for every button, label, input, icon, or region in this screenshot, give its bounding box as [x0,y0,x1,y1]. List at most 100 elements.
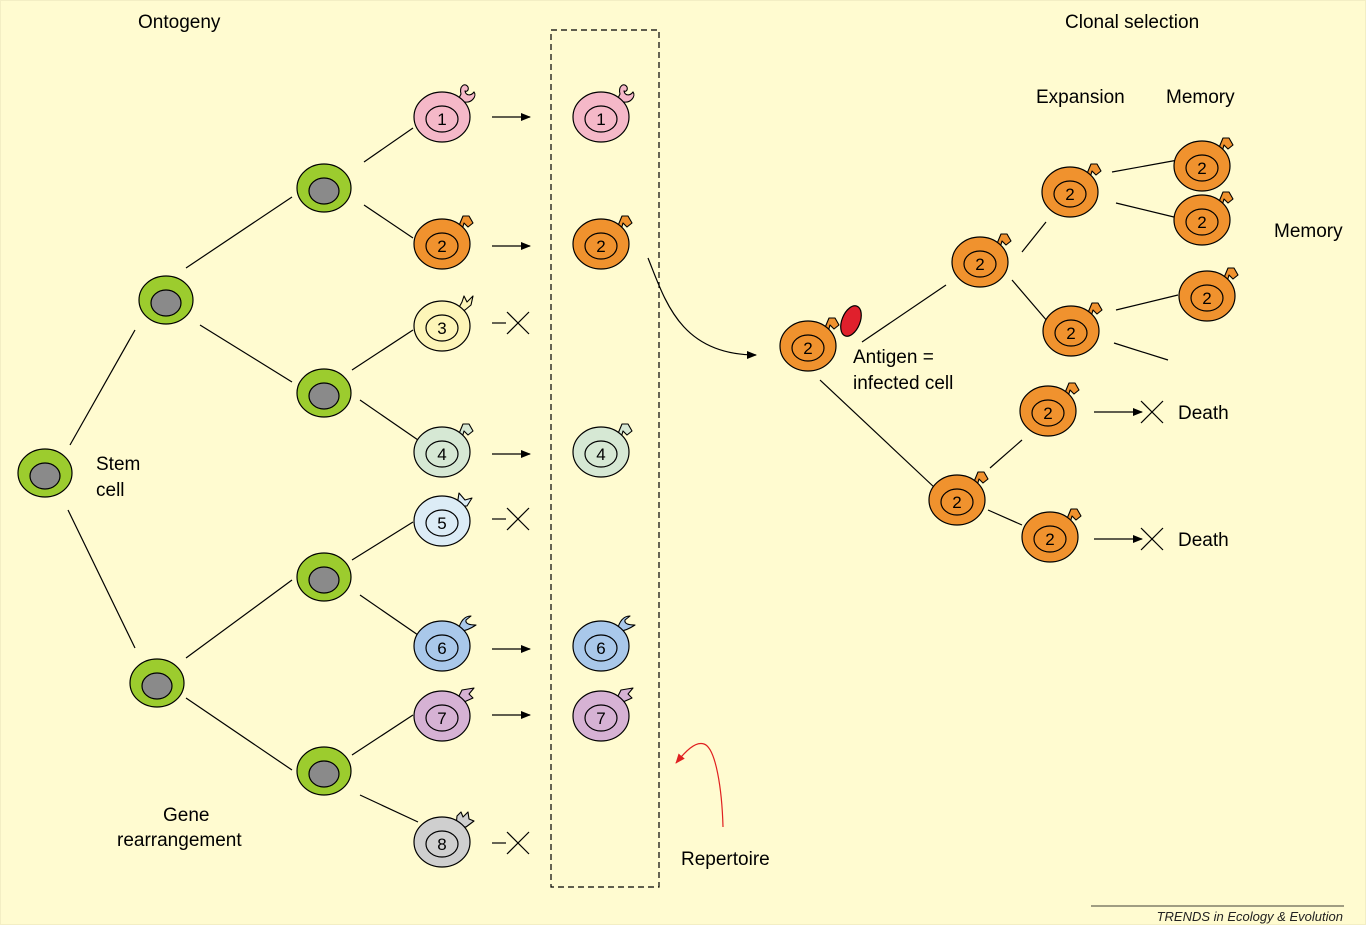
lymphocyte-2: 2 [413,215,474,270]
cell-number: 2 [803,339,812,358]
deletion-cross-icon [1140,527,1164,551]
cell-number: 7 [596,709,605,728]
antigen-bound-clone: 2 [779,317,840,372]
cell-number: 4 [596,445,605,464]
expansion-cell: 2 [928,471,989,526]
journal-credit: TRENDS in Ecology & Evolution [1157,909,1343,924]
lymphocyte-8: 8 [413,811,475,868]
progenitor-cell [129,658,185,708]
cell-number: 2 [1197,159,1206,178]
cell-number: 6 [437,639,446,658]
memory-cell: 2 [1173,191,1234,246]
repertoire-arrow [675,742,724,828]
cell-number: 2 [437,237,446,256]
lineage-line [359,594,419,636]
lineage-line [199,324,293,383]
repertoire-lymphocyte-2: 2 [572,215,633,270]
lineage-line [1115,202,1179,219]
expansion-heading: Expansion [1036,87,1125,108]
memory-heading: Memory [1166,87,1235,108]
lymphocyte-4: 4 [413,423,474,478]
receptor-icon [456,84,476,103]
stem-cell-label-line1: Stem [96,454,140,475]
gene-rearrangement-label-line1: Gene [163,805,209,826]
deletion-cross-icon [506,311,530,335]
lineage-line [67,509,136,649]
cell-number: 2 [952,493,961,512]
progenitor-cell [296,746,352,796]
cell-number: 8 [437,835,446,854]
cell-number: 5 [437,514,446,533]
lineage-line [69,329,136,446]
antigen-label-line2: infected cell [853,373,953,394]
cell-number: 2 [1043,404,1052,423]
selection-arrow [647,257,757,359]
dying-cell: 2 [1021,508,1082,563]
lineage-line [363,127,414,163]
repertoire-label: Repertoire [681,849,770,870]
dying-cell: 2 [1019,382,1080,437]
clonal-selection-heading: Clonal selection [1065,12,1199,33]
lineage-lines [67,113,1179,855]
memory-side-label: Memory [1274,221,1343,242]
deletion-cross-icon [1140,400,1164,424]
progenitor-cell [296,552,352,602]
progenitor-cell [296,163,352,213]
repertoire-lymphocyte-4: 4 [572,423,633,478]
lymphocyte-3: 3 [413,295,474,352]
death-label-1: Death [1178,403,1229,424]
cell-number: 2 [1197,213,1206,232]
lineage-line [363,204,414,239]
lymphocyte-5: 5 [413,492,473,547]
repertoire-box [550,29,660,888]
cell-number: 2 [1065,185,1074,204]
lymphocyte-6: 6 [413,615,477,672]
antigen-label-line1: Antigen = [853,347,934,368]
gene-rearrangement-label-line2: rearrangement [117,830,242,851]
lineage-line [1113,342,1169,361]
lineage-line [1011,279,1049,323]
receptor-icon [457,615,477,632]
lineage-line [185,697,293,771]
lineage-line [185,196,293,269]
lineage-line [1115,294,1179,311]
cell-number: 1 [596,110,605,129]
progenitor-cell [17,448,73,498]
repertoire-lymphocyte-6: 6 [572,615,636,672]
cell-number: 2 [1066,324,1075,343]
memory-cell: 2 [1173,137,1234,192]
lineage-line [351,714,414,756]
lymphocyte-1: 1 [413,84,476,143]
deletion-cross-icon [506,831,530,855]
expansion-cell: 2 [951,233,1012,288]
lymphocyte-7: 7 [413,687,475,742]
cell-number: 3 [437,319,446,338]
lineage-line [359,794,419,823]
repertoire-lymphocyte-1: 1 [572,84,635,143]
cells-layer: 1 1 2 2 3 4 4 5 6 6 7 7 8 2 2 2 2 2 2 2 2 2 2 [17,84,1239,868]
lineage-line [989,439,1023,469]
lineage-line [351,521,414,561]
death-label-2: Death [1178,530,1229,551]
lineage-line [1111,159,1179,173]
cell-number: 7 [437,709,446,728]
cell-number: 1 [437,110,446,129]
lineage-line [819,379,936,489]
cell-number: 2 [1045,530,1054,549]
antigen-infected-cell [840,305,862,337]
memory-cell: 2 [1178,267,1239,322]
receptor-icon [616,615,636,632]
receptor-icon [615,84,635,103]
deletion-cross-icon [506,507,530,531]
lineage-line [359,399,419,441]
cell-number: 4 [437,445,446,464]
lineage-line [185,579,293,659]
progenitor-cell [138,275,194,325]
expansion-cell: 2 [1042,302,1103,357]
cell-number: 6 [596,639,605,658]
expansion-cell: 2 [1041,163,1102,218]
lineage-line [861,284,947,343]
cell-number: 2 [1202,289,1211,308]
